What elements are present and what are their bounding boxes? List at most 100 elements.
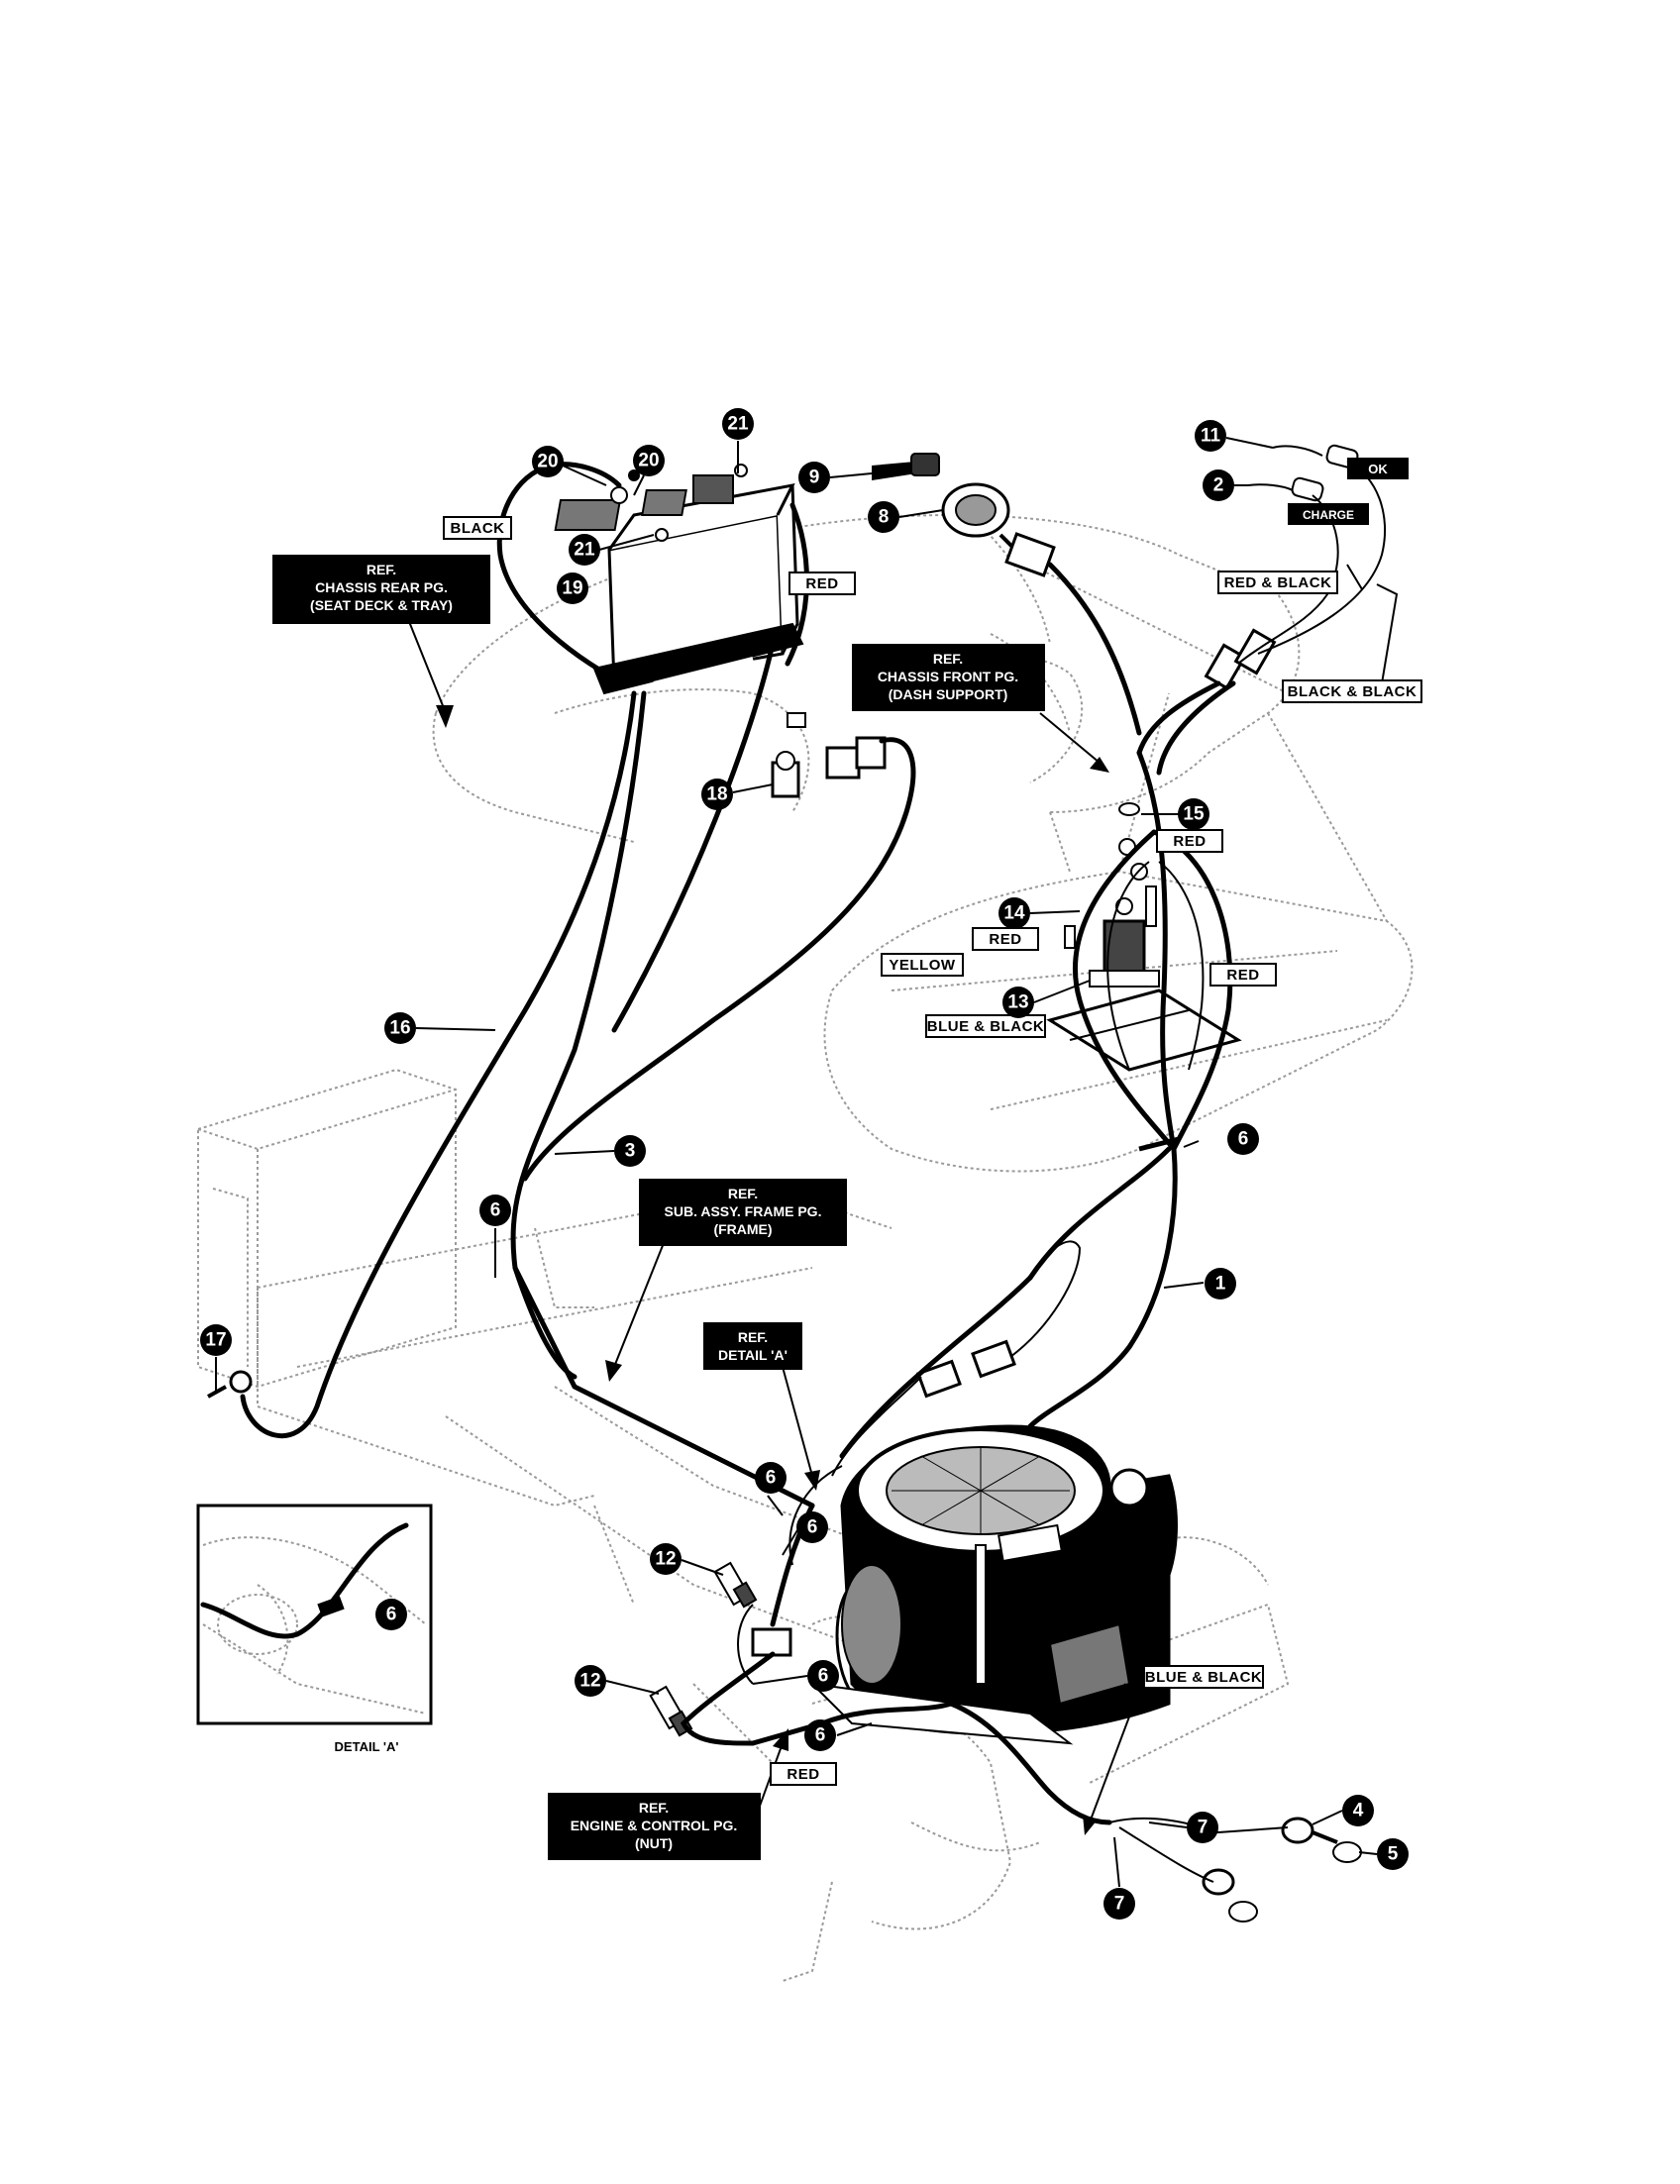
ref-line: DETAIL 'A' <box>718 1347 788 1363</box>
engine-harness-connector <box>751 1339 1016 1657</box>
ref-box-engine-control: REF. ENGINE & CONTROL PG. (NUT) <box>548 1793 761 1860</box>
seat-switch <box>771 712 887 798</box>
svg-text:20: 20 <box>537 452 558 472</box>
callout-17: 17 <box>200 1324 232 1392</box>
callout-9: 9 <box>798 462 873 493</box>
callout-7: 7 <box>1103 1836 1135 1920</box>
wire-harness <box>240 461 1387 1883</box>
svg-text:17: 17 <box>205 1330 226 1351</box>
ref-line: CHASSIS FRONT PG. <box>878 669 1018 684</box>
ref-line: SUB. ASSY. FRAME PG. <box>665 1203 822 1219</box>
wire-tag-yellow: YELLOW <box>889 957 956 974</box>
detail-caption: DETAIL 'A' <box>335 1739 399 1754</box>
svg-text:6: 6 <box>386 1605 397 1625</box>
starter-solenoid <box>1064 802 1160 988</box>
battery <box>554 474 804 695</box>
svg-text:6: 6 <box>807 1517 818 1538</box>
engine <box>835 1424 1178 1735</box>
callout-21: 21 <box>722 408 754 473</box>
svg-text:20: 20 <box>638 451 659 471</box>
pto-switch <box>713 1561 758 1609</box>
ref-line: (DASH SUPPORT) <box>889 686 1008 702</box>
lamp-label-ok: OK <box>1347 458 1409 479</box>
lamp-label-text: CHARGE <box>1303 508 1354 522</box>
callout-6: 6 <box>804 1719 873 1751</box>
svg-text:5: 5 <box>1388 1844 1399 1865</box>
callout-7: 7 <box>1148 1812 1218 1843</box>
callout-12: 12 <box>575 1665 660 1697</box>
svg-text:6: 6 <box>490 1200 501 1221</box>
callout-6: 6 <box>479 1195 511 1278</box>
wire-tag-black-black: BLACK & BLACK <box>1288 683 1418 700</box>
wire-tag-red: RED <box>1173 833 1206 850</box>
wire-tag-blue-black: BLUE & BLACK <box>1145 1669 1263 1686</box>
svg-text:12: 12 <box>579 1671 600 1692</box>
svg-text:13: 13 <box>1007 992 1028 1013</box>
lamp-label-charge: CHARGE <box>1288 503 1369 525</box>
ref-line: (FRAME) <box>713 1221 772 1237</box>
svg-text:1: 1 <box>1215 1274 1226 1295</box>
wire-tag-red: RED <box>989 931 1021 948</box>
callout-6: 6 <box>1183 1123 1259 1155</box>
ignition-key <box>872 453 940 480</box>
ref-box-sub-assy-frame: REF. SUB. ASSY. FRAME PG. (FRAME) <box>639 1179 847 1246</box>
ref-line: REF. <box>728 1186 758 1201</box>
callout-19: 19 <box>557 572 588 604</box>
indicator-lamp-charge <box>1247 476 1324 502</box>
wire-tag-red-black: RED & BLACK <box>1224 574 1332 591</box>
callout-5: 5 <box>1358 1838 1409 1870</box>
ref-line: CHASSIS REAR PG. <box>315 579 448 595</box>
ref-box-chassis-front: REF. CHASSIS FRONT PG. (DASH SUPPORT) <box>852 644 1045 711</box>
callout-4: 4 <box>1312 1795 1374 1826</box>
ref-line: ENGINE & CONTROL PG. <box>571 1818 738 1833</box>
chassis-outline <box>197 514 1414 1982</box>
callouts: 21 20 20 21 19 9 8 <box>200 408 1409 1920</box>
indicator-lamp-ok <box>1272 444 1359 469</box>
svg-text:6: 6 <box>815 1725 826 1746</box>
ref-line: (NUT) <box>635 1835 673 1851</box>
callout-18: 18 <box>701 779 774 810</box>
ground-terminal <box>207 1370 253 1399</box>
svg-text:16: 16 <box>389 1018 410 1039</box>
callout-2: 2 <box>1203 469 1248 501</box>
engine-base-plate <box>809 1682 1074 1745</box>
svg-text:21: 21 <box>727 414 749 435</box>
callout-6: 6 <box>375 1599 407 1630</box>
callout-15: 15 <box>1141 798 1209 830</box>
callout-13: 13 <box>1002 980 1091 1018</box>
callout-20: 20 <box>532 446 607 486</box>
svg-text:14: 14 <box>1003 903 1025 924</box>
svg-text:8: 8 <box>879 507 890 528</box>
svg-text:2: 2 <box>1213 475 1224 496</box>
lamp-label-text: OK <box>1368 462 1388 476</box>
callout-12: 12 <box>650 1543 724 1576</box>
ref-line: REF. <box>367 562 396 577</box>
wire-tag-blue-black: BLUE & BLACK <box>927 1018 1045 1035</box>
svg-text:4: 4 <box>1353 1801 1364 1821</box>
callout-14: 14 <box>998 897 1081 929</box>
svg-text:6: 6 <box>1238 1129 1249 1150</box>
svg-text:9: 9 <box>809 468 820 488</box>
wire-tags: BLACK RED RED & BLACK BLACK & BLACK RED … <box>443 516 1422 1786</box>
wire-tag-red: RED <box>805 575 838 592</box>
callout-21: 21 <box>569 534 655 566</box>
wire-tag-red: RED <box>1226 967 1259 984</box>
svg-text:12: 12 <box>655 1549 676 1570</box>
svg-text:7: 7 <box>1198 1818 1208 1838</box>
ref-line: REF. <box>639 1800 669 1816</box>
callout-6: 6 <box>782 1511 828 1556</box>
svg-text:19: 19 <box>562 578 582 599</box>
lamp-connector <box>1204 628 1277 690</box>
ref-line: (SEAT DECK & TRAY) <box>310 597 453 613</box>
callout-8: 8 <box>868 501 944 533</box>
wire-tag-black: BLACK <box>451 520 505 537</box>
leader-lines <box>405 564 1399 1853</box>
callout-3: 3 <box>554 1135 646 1167</box>
ignition-switch <box>941 482 1056 577</box>
ref-box-chassis-rear: REF. CHASSIS REAR PG. (SEAT DECK & TRAY) <box>272 555 490 624</box>
ref-line: REF. <box>933 651 963 667</box>
callout-11: 11 <box>1195 420 1274 452</box>
callout-16: 16 <box>384 1012 496 1044</box>
svg-text:21: 21 <box>574 540 595 561</box>
detail-a-inset: DETAIL 'A' <box>196 1504 433 1754</box>
